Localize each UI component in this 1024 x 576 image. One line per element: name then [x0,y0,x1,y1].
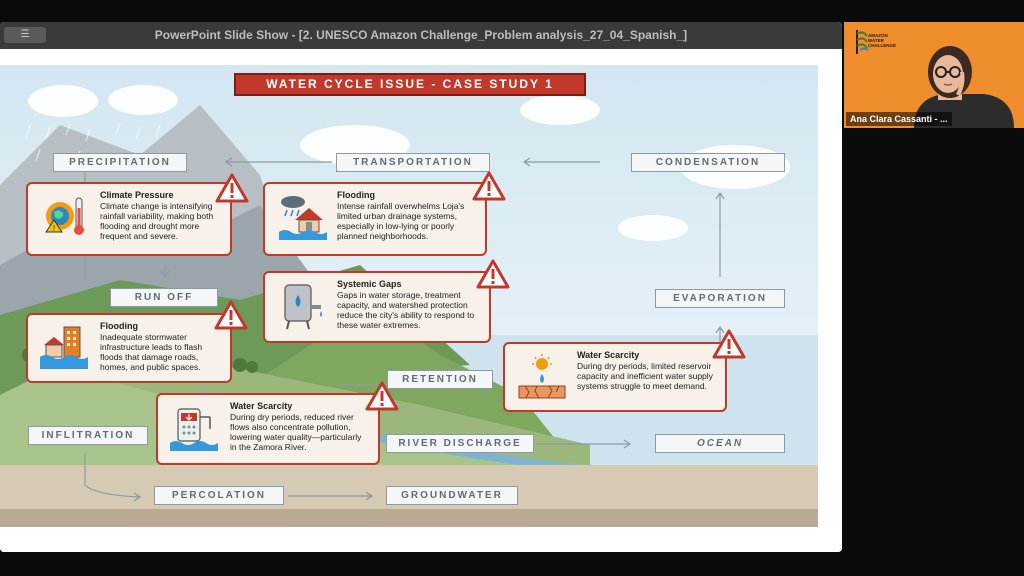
stage-transportation: TRANSPORTATION [336,153,490,172]
issue-card-water-scarcity-river: Water Scarcity During dry periods, reduc… [156,393,380,465]
window-title: PowerPoint Slide Show - [2. UNESCO Amazo… [154,28,688,42]
amazon-water-challenge-logo [856,30,869,54]
participant-video-tile[interactable]: AMAZON WATER CHALLENGE Ana Clara Cassant… [844,22,1024,128]
climate-thermometer-icon: ! [45,197,84,235]
slide-title: WATER CYCLE ISSUE - CASE STUDY 1 [234,73,586,96]
cloud-decoration [618,215,688,241]
svg-text:!: ! [53,224,55,233]
card-body: During dry periods, limited reservoir ca… [577,361,713,391]
flooded-buildings-icon [40,326,88,369]
card-heading: Systemic Gaps [337,279,402,289]
card-heading: Water Scarcity [577,350,640,360]
stage-ocean: OCEAN [655,434,785,453]
issue-card-water-scarcity-reservoir: Water Scarcity During dry periods, limit… [503,342,727,412]
warning-icon [214,300,248,330]
warning-icon [712,329,746,359]
flooded-house-icon [279,196,327,240]
warning-icon [365,381,399,411]
dry-cracked-ground-icon [518,354,566,399]
card-heading: Climate Pressure [100,190,174,200]
cloud-decoration [28,85,98,117]
issue-card-climate-pressure: ! Climate Pressure Climate change is int… [26,182,232,256]
issue-card-systemic-gaps: Systemic Gaps Gaps in water storage, tre… [263,271,491,343]
stage-percolation: PERCOLATION [154,486,284,505]
water-tank-icon [284,284,322,330]
card-heading: Water Scarcity [230,401,293,411]
card-heading: Flooding [337,190,375,200]
warning-icon [472,171,506,201]
card-body: Gaps in water storage, treatment capacit… [337,290,475,330]
participant-name-label: Ana Clara Cassanti - ... [846,112,952,126]
cloud-decoration [520,95,600,125]
stage-retention: RETENTION [387,370,493,389]
card-heading: Flooding [100,321,138,331]
stage-infiltration: INFLITRATION [28,426,148,445]
card-body: Climate change is intensifying rainfall … [100,201,214,241]
stage-groundwater: GROUNDWATER [386,486,518,505]
slideshow-window: ☰ PowerPoint Slide Show - [2. UNESCO Ama… [0,22,842,552]
warning-icon [476,259,510,289]
stage-run-off: RUN OFF [110,288,218,307]
stage-evaporation: EVAPORATION [655,289,785,308]
stage-precipitation: PRECIPITATION [53,153,187,172]
window-titlebar: ☰ PowerPoint Slide Show - [2. UNESCO Ama… [0,22,842,49]
issue-card-flooding-drainage: Flooding Intense rainfall overwhelms Loj… [263,182,487,256]
water-meter-icon [170,408,218,451]
groundwater-layer [0,509,818,527]
issue-card-flooding-stormwater: Flooding Inadequate stormwater infrastru… [26,313,232,383]
cloud-decoration [108,85,178,115]
logo-text: AMAZON WATER CHALLENGE [868,33,896,48]
slide: WATER CYCLE ISSUE - CASE STUDY 1 PRECIPI… [0,65,818,527]
stage-river-discharge: RIVER DISCHARGE [386,434,534,453]
warning-icon [215,173,249,203]
card-body: During dry periods, reduced river flows … [230,412,362,452]
card-body: Inadequate stormwater infrastructure lea… [100,332,203,372]
stage-condensation: CONDENSATION [631,153,785,172]
slideshow-menu-button[interactable]: ☰ [4,27,46,43]
card-body: Intense rainfall overwhelms Loja's limit… [337,201,465,241]
slide-area: WATER CYCLE ISSUE - CASE STUDY 1 PRECIPI… [0,49,842,552]
